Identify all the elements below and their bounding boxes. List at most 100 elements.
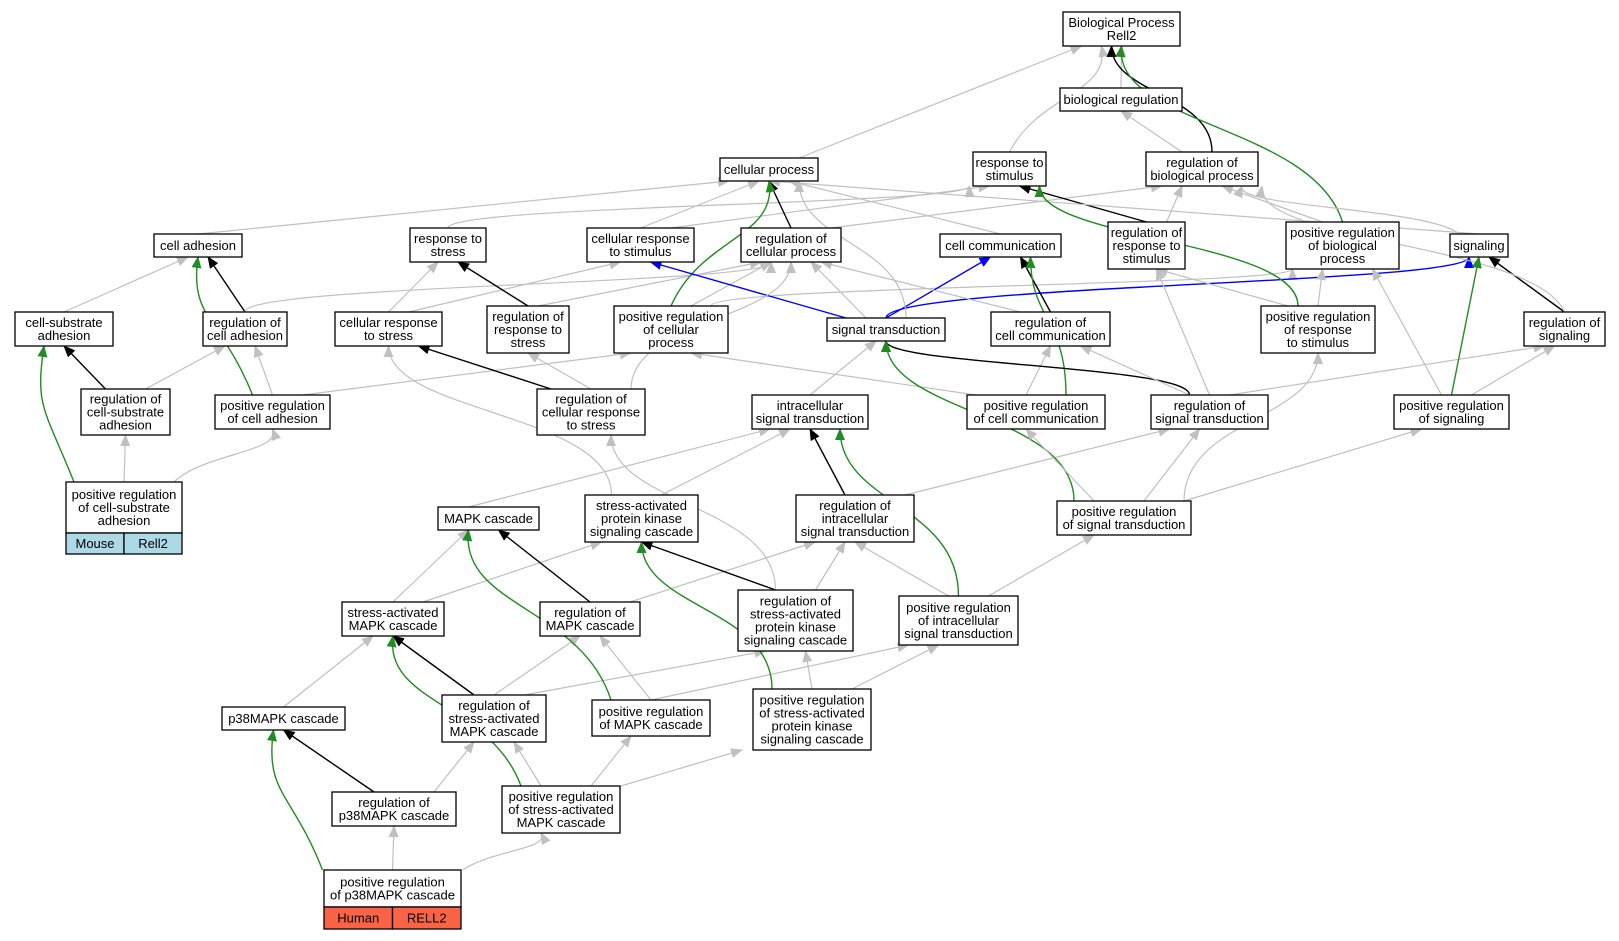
edge-is-a xyxy=(830,182,1163,229)
term-label-line: to stimulus xyxy=(609,244,672,259)
term-node-cell-adhesion[interactable]: cell adhesion xyxy=(153,233,243,258)
edge-positively-regulates xyxy=(636,541,773,690)
term-label-line: stimulus xyxy=(1123,251,1171,266)
term-node-cellular-process[interactable]: cellular process xyxy=(719,157,819,182)
term-label-line: of signal transduction xyxy=(1063,517,1186,532)
edge-is-a xyxy=(197,177,730,235)
edge-is-a xyxy=(1233,185,1460,235)
term-label-line: intracellular xyxy=(777,398,844,413)
term-label-line: regulation of xyxy=(1174,398,1246,413)
edge-is-a xyxy=(1471,345,1556,396)
term-box xyxy=(14,311,114,347)
term-node-cell-communication[interactable]: cell communication xyxy=(939,233,1062,258)
edge-is-a xyxy=(244,261,776,313)
term-box xyxy=(536,388,646,436)
term-label-line: of cell adhesion xyxy=(227,411,317,426)
term-label-line: positive regulation xyxy=(906,600,1011,615)
term-box xyxy=(221,706,346,731)
term-box xyxy=(737,589,854,652)
edge-is-a xyxy=(493,635,581,696)
term-label-line: protein kinase xyxy=(601,511,682,526)
edge-is-a xyxy=(422,540,603,603)
edge-is-a xyxy=(120,434,131,483)
term-box xyxy=(1107,221,1186,270)
term-label-line: regulation of xyxy=(492,309,564,324)
term-node-p38mapk-cascade[interactable]: p38MAPK cascade xyxy=(221,706,346,731)
edge-part-of-or-regulates xyxy=(207,256,246,313)
term-box xyxy=(501,785,621,834)
edge-is-a xyxy=(1155,268,1211,396)
term-label-line: of stress-activated xyxy=(508,802,614,817)
edge-is-a xyxy=(798,45,1083,159)
term-box xyxy=(795,494,915,543)
term-label-line: to stress xyxy=(566,418,616,433)
term-label-line: cell communication xyxy=(995,328,1106,343)
edge-is-a xyxy=(814,541,846,591)
term-box xyxy=(1285,221,1400,270)
term-label-line: positive regulation xyxy=(984,398,1089,413)
term-label-line: p38MAPK cascade xyxy=(228,711,339,726)
term-label-line: process xyxy=(648,335,694,350)
term-label-line: stress-activated xyxy=(596,498,687,513)
edge-is-a xyxy=(433,741,475,793)
edge-has-part xyxy=(649,260,847,319)
term-label-line: cell communication xyxy=(945,238,1056,253)
term-label-line: of signaling xyxy=(1419,411,1485,426)
term-node-biological-regulation[interactable]: biological regulation xyxy=(1059,87,1183,112)
edge-is-a xyxy=(523,648,767,696)
gene-cell xyxy=(123,532,183,555)
term-box xyxy=(334,311,443,347)
term-box xyxy=(1449,233,1509,258)
term-node-signal-transduction[interactable]: signal transduction xyxy=(826,317,946,342)
term-label-line: regulation of xyxy=(760,594,832,609)
term-label-line: cell-substrate xyxy=(87,405,164,420)
term-label-line: regulation of xyxy=(819,498,891,513)
term-node-mapk-cascade[interactable]: MAPK cascade xyxy=(437,506,540,531)
term-box xyxy=(80,388,171,436)
edge-layer xyxy=(37,45,1566,871)
term-label-line: positive regulation xyxy=(760,693,865,708)
edge-is-a xyxy=(788,178,1001,235)
term-node-signaling[interactable]: signaling xyxy=(1449,233,1509,258)
edge-is-a xyxy=(253,345,274,396)
term-box xyxy=(1145,151,1259,187)
edge-is-a xyxy=(408,259,622,313)
